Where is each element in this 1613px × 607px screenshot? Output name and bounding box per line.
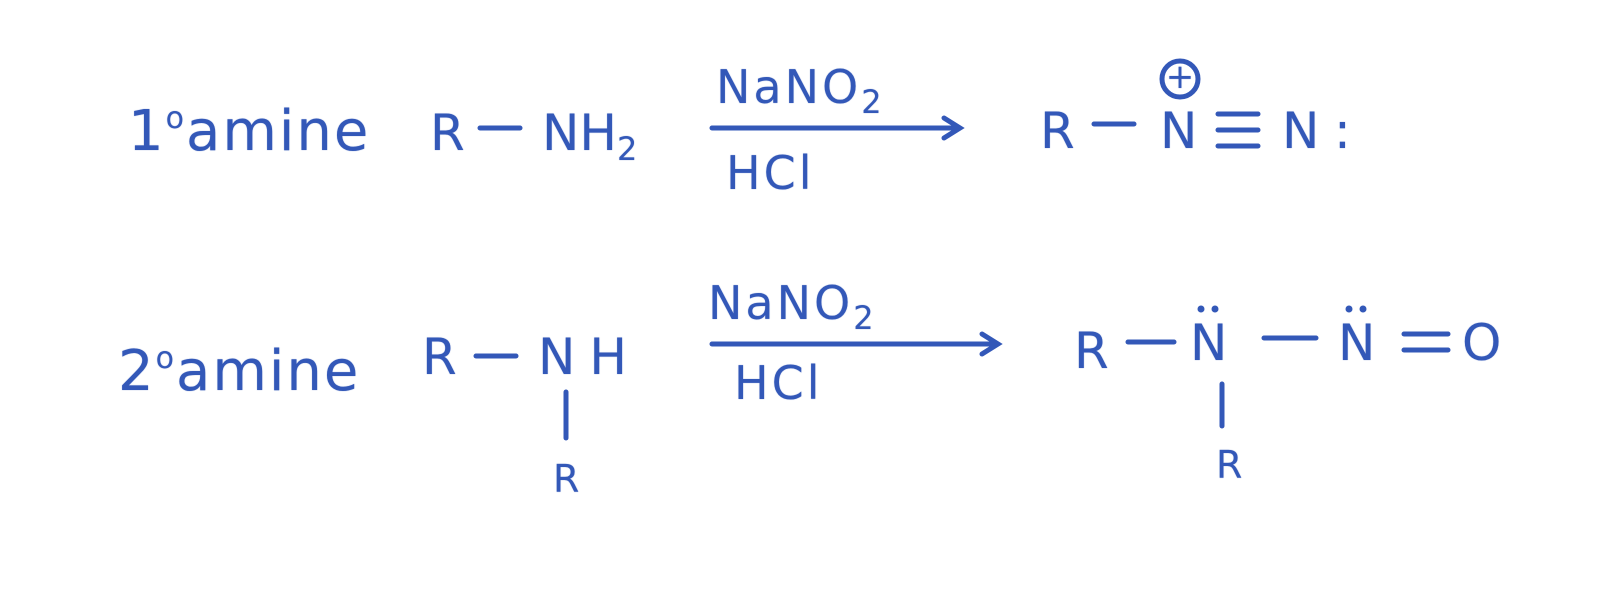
reaction2-lone-pair-dot bbox=[1197, 305, 1205, 313]
reaction2-reagent-subscript: 2 bbox=[853, 299, 877, 337]
reaction2-lone-pair-dot bbox=[1359, 305, 1367, 313]
reaction2-product-r-below: R bbox=[1216, 443, 1243, 487]
reaction2-reactant-nh: NH bbox=[538, 328, 641, 386]
reaction1-reagent-subscript: 2 bbox=[861, 83, 885, 121]
reaction1-label: 1oamine bbox=[128, 104, 370, 160]
reaction2-arrow-head bbox=[979, 331, 1003, 357]
reaction1-label-number: 1 bbox=[128, 99, 166, 164]
reaction2-reagent-top: NaNO2 bbox=[708, 280, 877, 334]
reaction2-product-o: O bbox=[1462, 314, 1502, 372]
reaction1-reagent-bottom: HCl bbox=[726, 146, 815, 200]
reaction1-charge-circle bbox=[1159, 58, 1201, 100]
reaction1-reactant-subscript: 2 bbox=[617, 130, 638, 168]
reaction1-arrow-head bbox=[941, 115, 965, 141]
reaction1-product-n1: N bbox=[1160, 102, 1198, 160]
reaction1-reagent-top: NaNO2 bbox=[716, 64, 885, 118]
reaction2-reactant-r: R bbox=[422, 328, 457, 386]
reaction1-reactant-nh2: NH2 bbox=[542, 108, 637, 165]
reaction1-reagent-nano: NaNO bbox=[716, 60, 862, 114]
reaction2-reagent-nano: NaNO bbox=[708, 276, 854, 330]
reaction2-reactant-r-below: R bbox=[553, 457, 580, 501]
reaction1-lone-pair: : bbox=[1334, 102, 1351, 160]
reaction2-product-n2: N bbox=[1338, 314, 1376, 372]
reaction2-degree-symbol: o bbox=[155, 341, 176, 376]
reaction1-label-text: amine bbox=[186, 99, 371, 164]
reaction2-label-number: 2 bbox=[118, 339, 156, 404]
reaction2-product-n1: N bbox=[1190, 314, 1228, 372]
reaction1-product-r: R bbox=[1040, 102, 1075, 160]
reaction1-degree-symbol: o bbox=[165, 101, 186, 136]
reaction2-product-r: R bbox=[1074, 322, 1109, 380]
reaction2-label: 2oamine bbox=[118, 344, 360, 400]
reaction1-product-n2: N bbox=[1282, 102, 1320, 160]
reaction1-reactant-nh: NH bbox=[542, 104, 617, 162]
reaction2-label-text: amine bbox=[176, 339, 361, 404]
reaction2-lone-pair-dot bbox=[1211, 305, 1219, 313]
reaction2-lone-pair-dot bbox=[1345, 305, 1353, 313]
reaction1-reactant-r: R bbox=[430, 104, 465, 162]
reaction2-reagent-bottom: HCl bbox=[734, 356, 823, 410]
